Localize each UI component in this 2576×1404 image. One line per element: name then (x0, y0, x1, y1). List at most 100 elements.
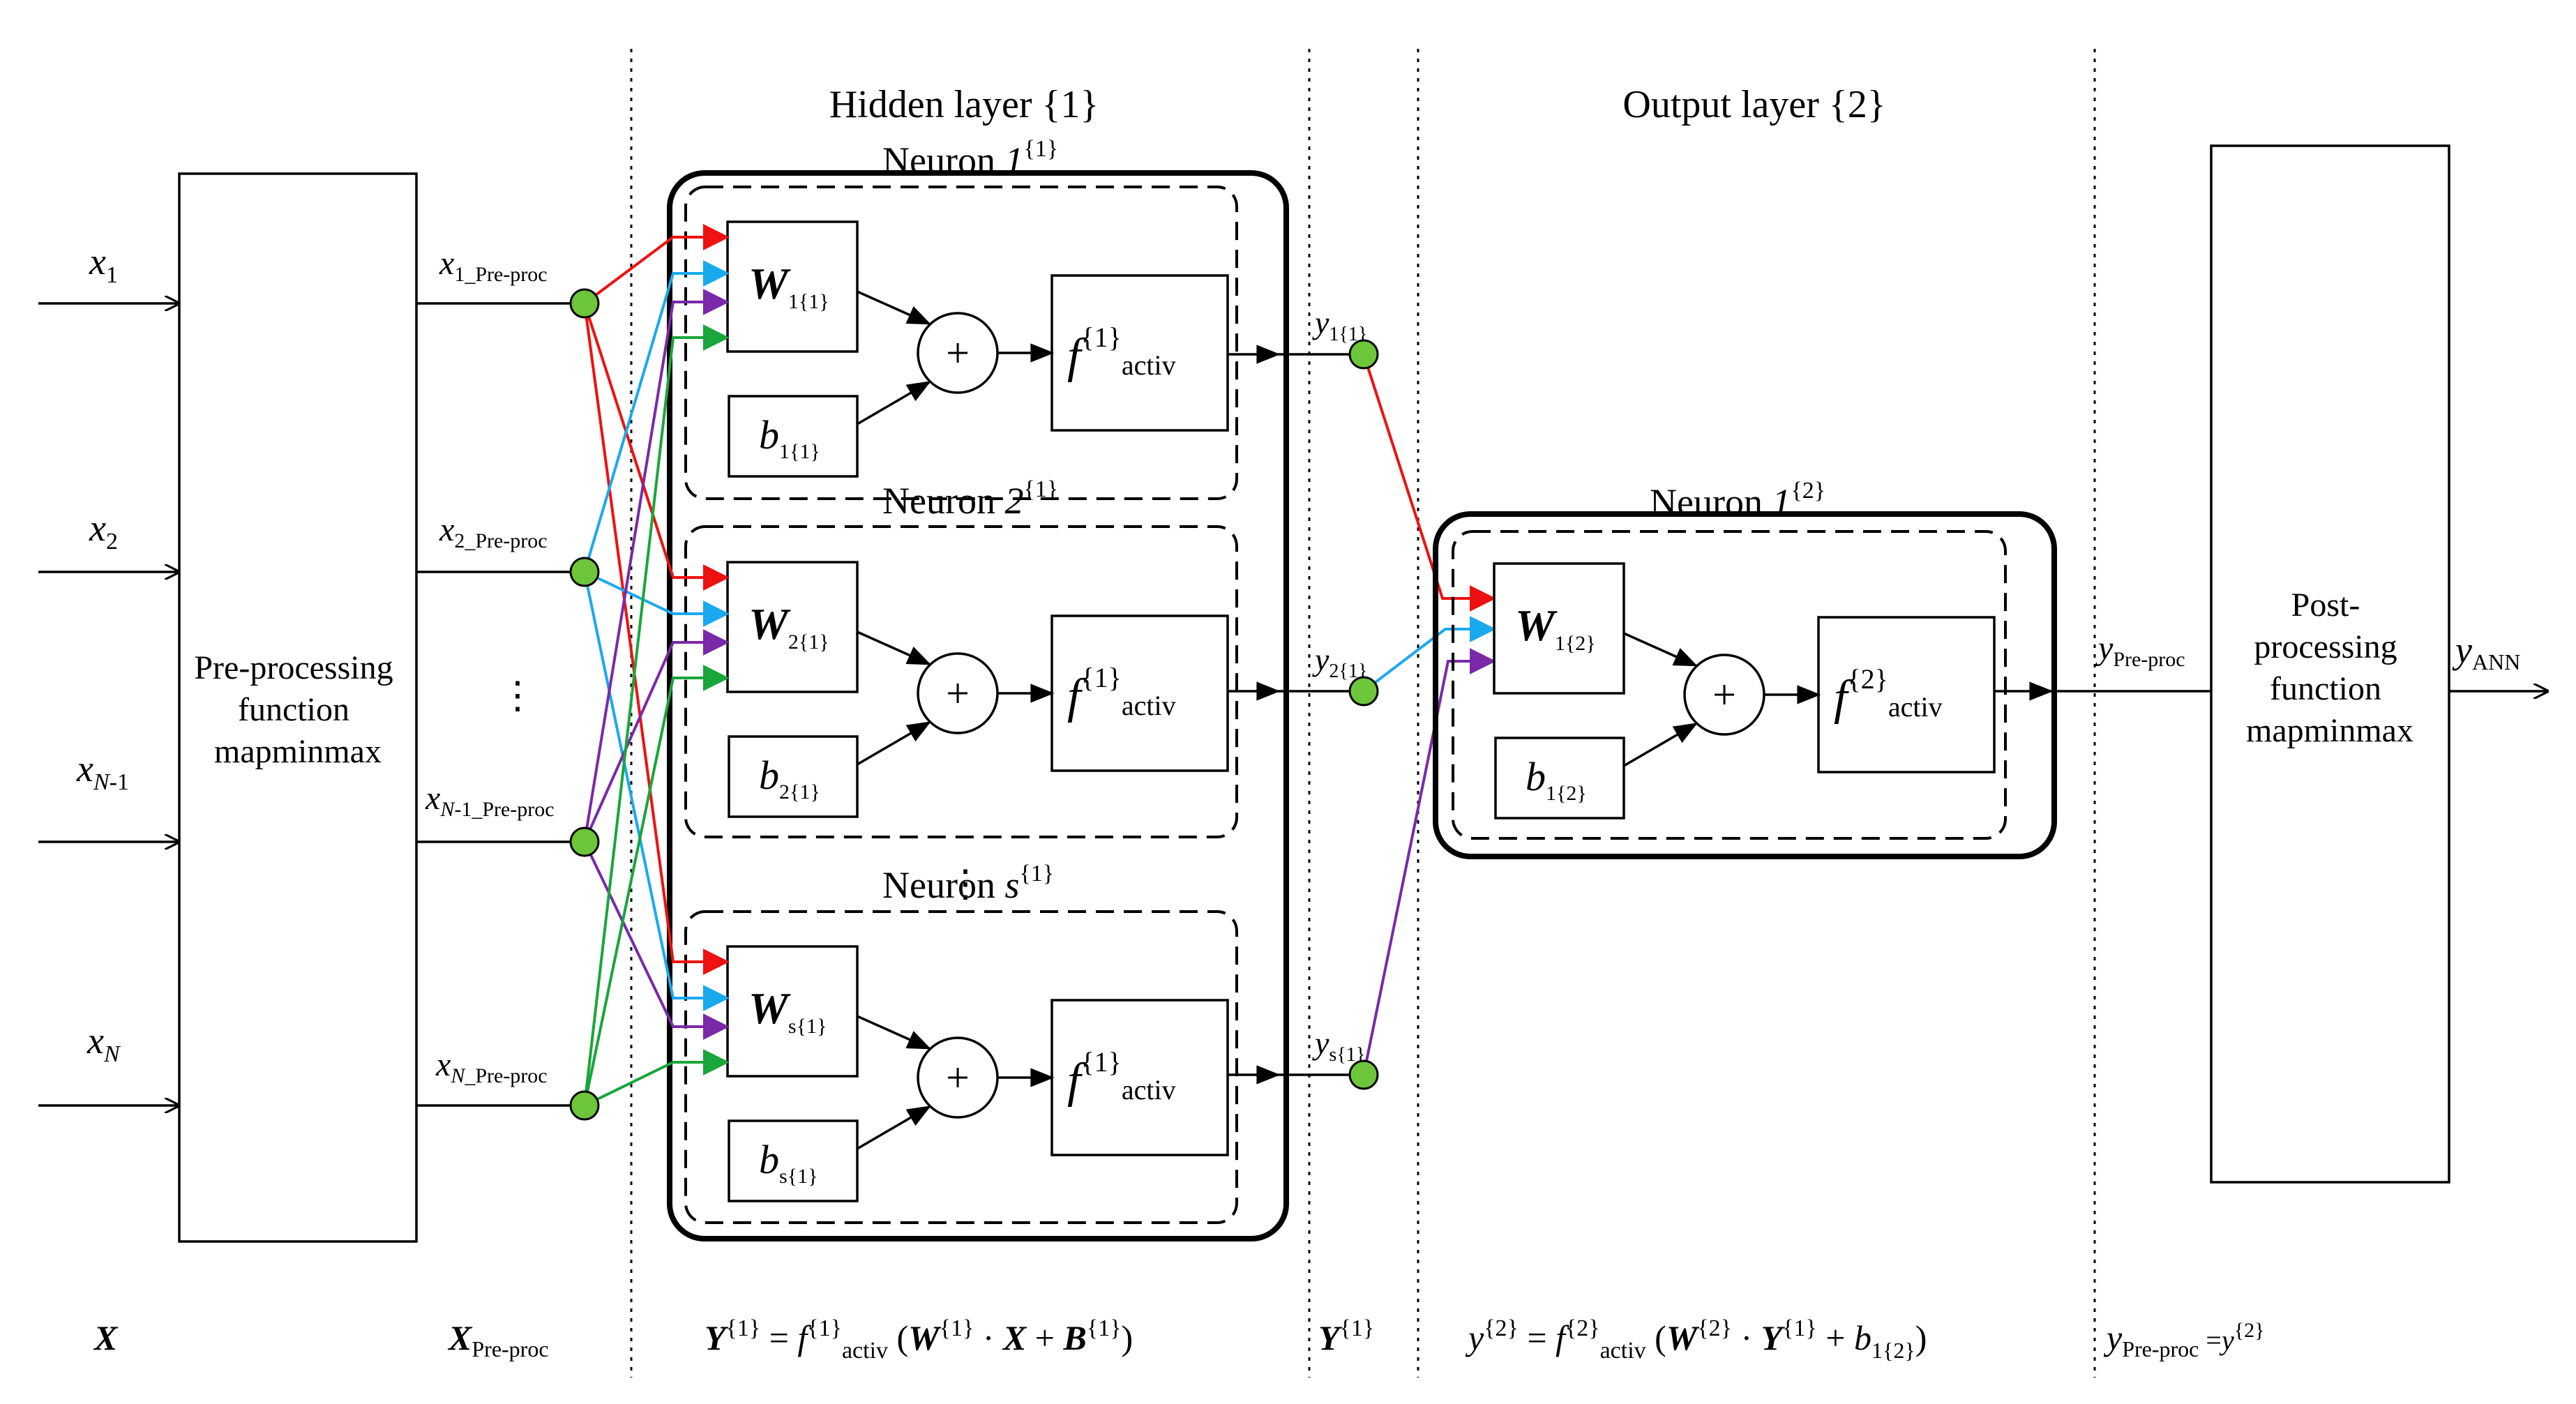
hidden-neuron-frame-s (684, 910, 1238, 1224)
connection-x4-to-neuron-2 (583, 665, 730, 1106)
hidden-output-Y1: Y{1} (1318, 1315, 1374, 1357)
summer-plus: + (946, 1055, 970, 1101)
neuron-title: Neuron 2{1} (882, 476, 1058, 522)
bias-to-sum-arrow (1623, 723, 1698, 767)
neuron-title: Neuron 1{2} (1650, 478, 1825, 523)
input-connections (569, 224, 1496, 1121)
bottom-X: X (93, 1318, 119, 1357)
bias-to-sum-arrow (857, 381, 931, 425)
bias-label: bs{1} (759, 1137, 818, 1188)
hidden-output-node-2 (1348, 676, 1379, 707)
connection-y1-to-output-neuron (1362, 354, 1496, 612)
bottom-x-preproc: XPre-proc (447, 1318, 549, 1361)
y-preproc-label: yPre-proc (2095, 630, 2185, 671)
input-label-2: x2 (89, 507, 118, 554)
hidden-neuron-frames (684, 186, 1238, 1224)
connection-x1-to-neuron-3 (583, 303, 730, 975)
separators (630, 49, 2096, 1377)
hidden-layer-header: Hidden layer {1} (829, 83, 1099, 126)
activation-box (1050, 614, 1229, 772)
summer-plus: + (946, 670, 970, 716)
weight-label: Ws{1} (748, 983, 827, 1038)
connection-x3-to-neuron-2 (583, 629, 730, 843)
summer-plus: + (946, 330, 970, 376)
output-layer-equation: y{2} = f{2}activ (W{2} · Y{1} + b1{2}) (1465, 1315, 1927, 1364)
activation-box (1050, 999, 1229, 1156)
weight-to-sum-arrow (1623, 632, 1698, 667)
hidden-output-label: y2{1} (1312, 642, 1367, 682)
connection-x3-to-neuron-1 (583, 289, 730, 843)
preproc-output-lines (416, 302, 584, 1107)
connection-x2-to-neuron-1 (583, 260, 730, 573)
hidden-layer-equation: Y{1} = f{1}activ (W{1} · X + B{1}) (705, 1315, 1133, 1364)
connection-x4-to-neuron-1 (583, 324, 730, 1106)
hidden-neuron-1: Neuron 1{1} W1{1} b1{1} + f{1}activ y1{1} (726, 136, 1367, 478)
preproc-node-2 (569, 557, 600, 587)
output-layer-box (1433, 511, 2057, 859)
activation-label: f{1}activ (1067, 1046, 1176, 1108)
bias-box (728, 395, 859, 478)
connection-y2-to-output-neuron (1362, 616, 1496, 693)
activation-box (1050, 274, 1229, 432)
connection-x1-to-neuron-2 (583, 303, 730, 591)
weight-label: W2{1} (748, 599, 829, 654)
connection-x2-to-neuron-3 (583, 571, 730, 1011)
bias-to-sum-arrow (857, 1105, 931, 1150)
hidden-layer-box (667, 170, 1289, 1241)
preproc-node-3 (569, 826, 600, 857)
bias-label: b2{1} (759, 753, 820, 803)
weight-box (726, 220, 859, 353)
weight-to-sum-arrow (857, 631, 932, 665)
neuron-title: Neuron 1{1} (882, 136, 1058, 181)
hidden-neuron-frame-2 (684, 525, 1238, 838)
preproc-label-n: xN_Pre-proc (435, 1046, 548, 1087)
hidden-neurons-ellipsis: ⋮ (947, 863, 984, 905)
preprocessing-label: Pre-processing function mapminmax (194, 649, 401, 770)
hidden-output-node-1 (1348, 339, 1379, 370)
hidden-neurons: Neuron 1{1}W1{1}b1{1}+f{1}activy1{1}Neur… (726, 136, 1367, 1202)
input-arrows (38, 303, 179, 1105)
bias-box (728, 1119, 859, 1202)
weight-to-sum-arrow (857, 1015, 932, 1050)
bias-label: b1{1} (759, 412, 820, 463)
bias-label: b1{2} (1526, 754, 1587, 805)
activation-box (1817, 616, 1996, 773)
hidden-output-label: y1{1} (1312, 305, 1367, 345)
bias-box (728, 735, 859, 818)
weight-box (1493, 562, 1625, 695)
summer-plus: + (1712, 672, 1736, 718)
hidden-neuron-frame-1 (684, 186, 1238, 500)
weight-label: W1{2} (1515, 601, 1596, 655)
weight-box (726, 561, 859, 693)
postprocessing-box (2210, 144, 2450, 1184)
weight-box (726, 945, 859, 1078)
preproc-label-1: x1_Pre-proc (439, 245, 548, 286)
connection-x4-to-neuron-3 (584, 1049, 730, 1107)
bias-to-sum-arrow (857, 721, 931, 766)
input-label-n: xN (86, 1020, 121, 1067)
y-ann-label: yANN (2452, 629, 2520, 674)
hidden-output-label: ys{1} (1312, 1025, 1365, 1066)
neuron-title: Neuron s{1} (882, 861, 1054, 906)
output-neuron: Neuron 1{2}W1{2}b1{2}+f{2}activ (1493, 478, 2054, 820)
weight-to-sum-arrow (857, 290, 932, 325)
inputs-ellipsis: ⋮ (499, 674, 536, 716)
y-preproc-equation: yPre-proc =y{2} (2103, 1318, 2265, 1361)
bias-box (1494, 737, 1625, 820)
activation-label: f{1}activ (1067, 322, 1176, 383)
connection-x3-to-neuron-3 (583, 841, 730, 1040)
output-layer-header: Output layer {2} (1622, 83, 1885, 126)
preprocessing-box (178, 172, 418, 1243)
connection-y3-to-output-neuron (1362, 648, 1496, 1075)
hidden-output-node-3 (1348, 1059, 1379, 1090)
preproc-node-4 (569, 1090, 600, 1121)
preproc-node-1 (569, 288, 600, 319)
preproc-label-n-1: xN-1_Pre-proc (425, 780, 555, 821)
hidden-neuron-3: Neuron s{1} Ws{1} bs{1} + f{1}activ ys{1} (726, 861, 1365, 1202)
output-neuron-frame (1452, 530, 2007, 840)
weight-label: W1{1} (748, 259, 829, 313)
preproc-label-2: x2_Pre-proc (439, 511, 548, 552)
input-label-n-1: xN-1 (76, 748, 129, 795)
